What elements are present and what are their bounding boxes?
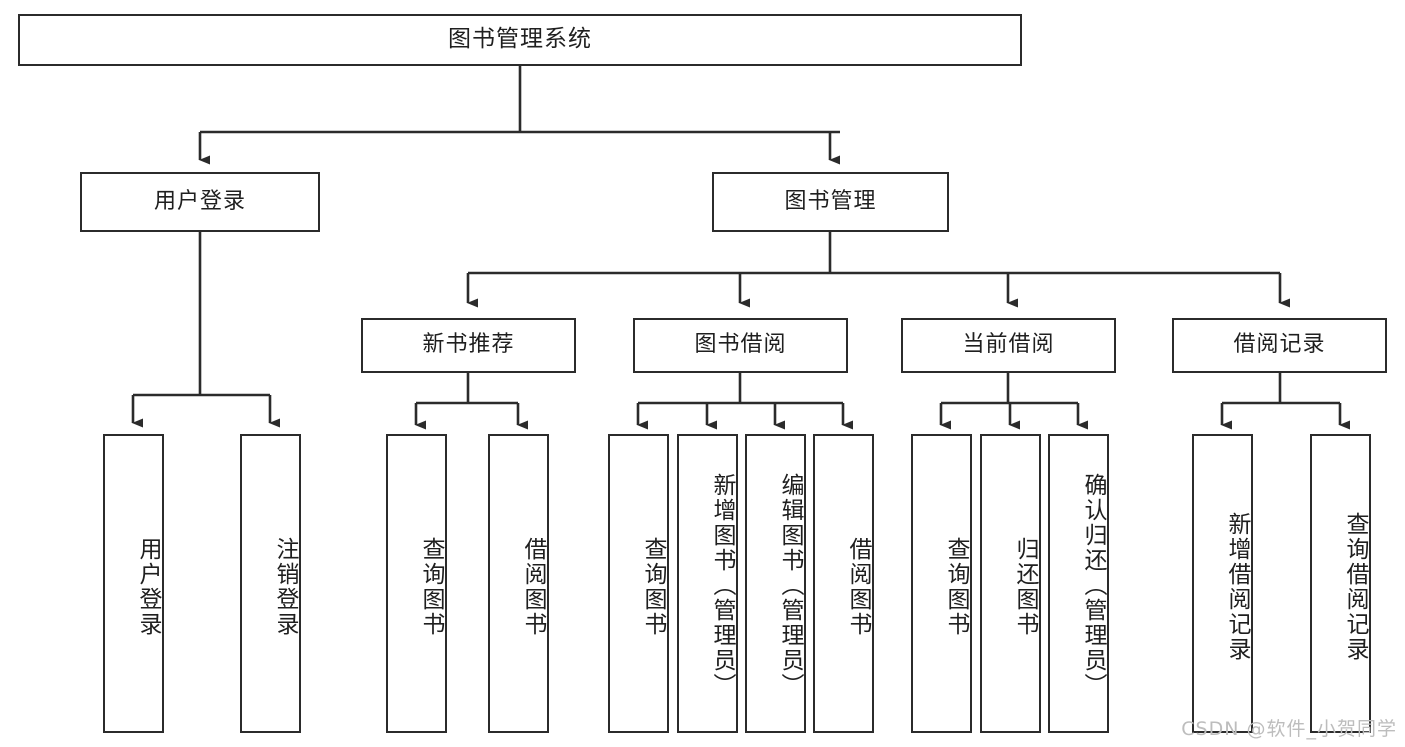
node-book-manage[interactable]: 图书管理 [712, 172, 949, 232]
node-user-login[interactable]: 用户登录 [80, 172, 320, 232]
node-new-book-recommend[interactable]: 新书推荐 [361, 318, 576, 373]
leaf-logout-login[interactable]: 注销登录 [240, 434, 301, 733]
leaf-user-login[interactable]: 用户登录 [103, 434, 164, 733]
leaf-query-book-new[interactable]: 查询图书 [386, 434, 447, 733]
csdn-watermark: CSDN @软件_小贺同学 [1181, 718, 1397, 740]
leaf-return-book[interactable]: 归还图书 [980, 434, 1041, 733]
node-current-borrow[interactable]: 当前借阅 [901, 318, 1116, 373]
leaf-borrow-book-new[interactable]: 借阅图书 [488, 434, 549, 733]
node-root[interactable]: 图书管理系统 [18, 14, 1022, 66]
leaf-confirm-return-admin[interactable]: 确认归还（管理员） [1048, 434, 1109, 733]
leaf-add-book-admin[interactable]: 新增图书（管理员） [677, 434, 738, 733]
leaf-query-book-current[interactable]: 查询图书 [911, 434, 972, 733]
leaf-add-borrow-record[interactable]: 新增借阅记录 [1192, 434, 1253, 733]
leaf-query-borrow-record[interactable]: 查询借阅记录 [1310, 434, 1371, 733]
leaf-edit-book-admin[interactable]: 编辑图书（管理员） [745, 434, 806, 733]
leaf-borrow-book[interactable]: 借阅图书 [813, 434, 874, 733]
node-book-borrow[interactable]: 图书借阅 [633, 318, 848, 373]
node-borrow-record[interactable]: 借阅记录 [1172, 318, 1387, 373]
leaf-query-book-borrow[interactable]: 查询图书 [608, 434, 669, 733]
